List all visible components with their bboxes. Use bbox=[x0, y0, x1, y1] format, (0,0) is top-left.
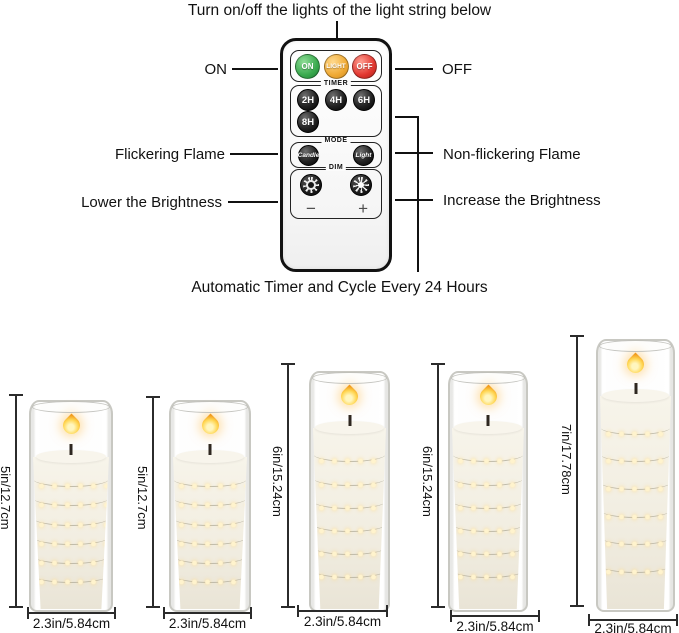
mode-section: MODE Candle Light bbox=[290, 137, 382, 168]
candle-body bbox=[600, 396, 671, 609]
callout-flickering-flame: Flickering Flame bbox=[114, 146, 225, 163]
height-measure-line-3 bbox=[281, 363, 295, 608]
callout-non-flickering-flame: Non-flickering Flame bbox=[443, 146, 581, 163]
candle-2 bbox=[169, 400, 251, 612]
candle-5 bbox=[596, 339, 675, 612]
wick bbox=[69, 444, 73, 455]
callout-line-lower bbox=[228, 201, 278, 203]
bright-sun-icon[interactable] bbox=[350, 174, 372, 196]
glass-rim bbox=[599, 340, 672, 352]
callout-line-on bbox=[232, 68, 278, 70]
wick bbox=[208, 444, 212, 455]
height-measure-line-1 bbox=[9, 394, 23, 608]
candle-body bbox=[33, 457, 109, 609]
callout-line-non-flickering bbox=[395, 152, 433, 154]
dim-section: DIM − + bbox=[290, 164, 382, 219]
glass-rim bbox=[312, 372, 387, 384]
width-measure-line-4 bbox=[450, 610, 540, 622]
timer-6h-button[interactable]: 6H bbox=[353, 89, 375, 111]
minus-symbol: − bbox=[306, 199, 316, 218]
string-lights bbox=[452, 453, 524, 579]
timer-caption: Automatic Timer and Cycle Every 24 Hours bbox=[191, 279, 488, 296]
candle-body bbox=[313, 428, 386, 609]
candle-1 bbox=[29, 400, 113, 612]
height-label-5: 7in/17.78cm bbox=[559, 424, 574, 495]
string-lights bbox=[33, 478, 109, 584]
width-label-4: 2.3in/5.84cm bbox=[456, 619, 534, 633]
callout-increase-brightness: Increase the Brightness bbox=[443, 192, 601, 209]
mode-candle-button[interactable]: Candle bbox=[298, 144, 319, 166]
title-connector-line bbox=[336, 21, 338, 38]
string-lights bbox=[600, 426, 671, 573]
glass-rim bbox=[451, 372, 525, 384]
height-label-1: 5in/12.7cm bbox=[0, 466, 13, 530]
glass-rim bbox=[32, 401, 110, 413]
wax-top bbox=[602, 389, 669, 402]
candle-body bbox=[173, 457, 247, 609]
height-measure-line-5 bbox=[570, 335, 584, 607]
dim-buttons bbox=[300, 174, 372, 196]
timer-section: TIMER 2H 4H 6H 8H bbox=[290, 80, 382, 137]
candle-4 bbox=[448, 371, 528, 612]
width-label-5: 2.3in/5.84cm bbox=[594, 621, 672, 633]
width-measure-line-1 bbox=[27, 607, 116, 619]
width-label-2: 2.3in/5.84cm bbox=[168, 616, 247, 631]
callout-line-flickering bbox=[230, 153, 278, 155]
wax-top bbox=[454, 421, 522, 434]
wax-top bbox=[175, 450, 245, 463]
candle-3 bbox=[309, 371, 390, 612]
string-lights bbox=[173, 478, 247, 584]
sun-core-icon bbox=[358, 182, 364, 188]
height-label-4: 6in/15.24cm bbox=[420, 446, 435, 517]
wax-top bbox=[35, 450, 107, 463]
height-label-2: 5in/12.7cm bbox=[135, 466, 150, 530]
width-measure-line-5 bbox=[588, 614, 678, 626]
mode-section-label: MODE bbox=[321, 137, 351, 144]
timer-connector-horizontal-line bbox=[395, 116, 419, 118]
height-measure-line-2 bbox=[146, 396, 160, 608]
width-measure-line-2 bbox=[163, 607, 252, 619]
remote-control: ON LIGHT OFF TIMER 2H 4H 6H 8H MODE Cand… bbox=[280, 38, 392, 272]
height-label-3: 6in/15.24cm bbox=[270, 446, 285, 517]
height-measure-line-4 bbox=[431, 363, 445, 608]
wick bbox=[634, 383, 637, 394]
width-label-1: 2.3in/5.84cm bbox=[32, 616, 111, 631]
dim-sun-icon[interactable] bbox=[300, 174, 322, 196]
power-button-group: ON LIGHT OFF bbox=[290, 50, 382, 82]
width-measure-line-3 bbox=[297, 605, 388, 617]
callout-line-off bbox=[395, 68, 433, 70]
string-lights bbox=[313, 453, 386, 579]
off-button[interactable]: OFF bbox=[352, 53, 377, 79]
page-title: Turn on/off the lights of the light stri… bbox=[187, 2, 492, 19]
wick bbox=[348, 415, 351, 426]
light-button[interactable]: LIGHT bbox=[323, 53, 349, 79]
timer-buttons: 2H 4H 6H 8H bbox=[297, 89, 375, 133]
dim-section-label: DIM bbox=[325, 164, 347, 171]
plus-symbol: + bbox=[358, 199, 368, 218]
wick bbox=[486, 415, 490, 426]
callout-on: ON bbox=[204, 61, 228, 78]
timer-2h-button[interactable]: 2H bbox=[297, 89, 319, 111]
timer-connector-vertical-line bbox=[417, 116, 419, 272]
glass-rim bbox=[172, 401, 248, 413]
sun-core-icon bbox=[308, 182, 314, 188]
on-button[interactable]: ON bbox=[295, 53, 320, 79]
timer-8h-button[interactable]: 8H bbox=[297, 111, 319, 133]
callout-line-increase bbox=[395, 199, 433, 201]
candle-body bbox=[452, 428, 524, 609]
callout-off: OFF bbox=[442, 61, 472, 78]
width-label-3: 2.3in/5.84cm bbox=[303, 614, 382, 629]
callout-lower-brightness: Lower the Brightness bbox=[81, 194, 222, 211]
timer-section-label: TIMER bbox=[320, 80, 352, 87]
timer-4h-button[interactable]: 4H bbox=[325, 89, 347, 111]
wax-top bbox=[315, 421, 384, 434]
mode-light-button[interactable]: Light bbox=[353, 144, 374, 166]
